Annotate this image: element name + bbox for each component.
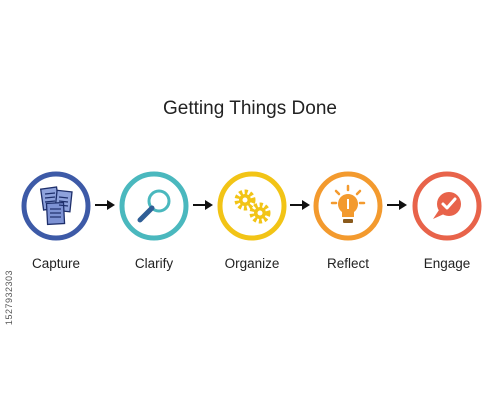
documents-icon [21,171,91,241]
diagram-title: Getting Things Done [163,98,337,119]
step-label: Organize [224,256,280,271]
arrow-icon [95,200,115,210]
magnifier-icon [119,171,189,241]
arrow-icon [387,200,407,210]
arrow-icon [290,200,310,210]
step-ring [21,171,91,241]
step-organize: Organize [210,170,294,271]
step-capture: Capture [14,170,98,271]
gears-icon [217,171,287,241]
step-ring [119,171,189,241]
checkmark-chat-icon [412,171,482,241]
step-clarify: Clarify [112,170,196,271]
step-label: Reflect [326,256,370,271]
arrow-icon [193,200,213,210]
step-ring [217,171,287,241]
step-label: Clarify [134,256,174,271]
stock-id: 1527932303 [4,270,14,326]
step-label: Engage [423,256,471,271]
step-label: Capture [31,256,81,271]
step-ring [313,171,383,241]
step-reflect: Reflect [306,170,390,271]
lightbulb-icon [313,171,383,241]
step-engage: Engage [405,170,489,271]
step-ring [412,171,482,241]
